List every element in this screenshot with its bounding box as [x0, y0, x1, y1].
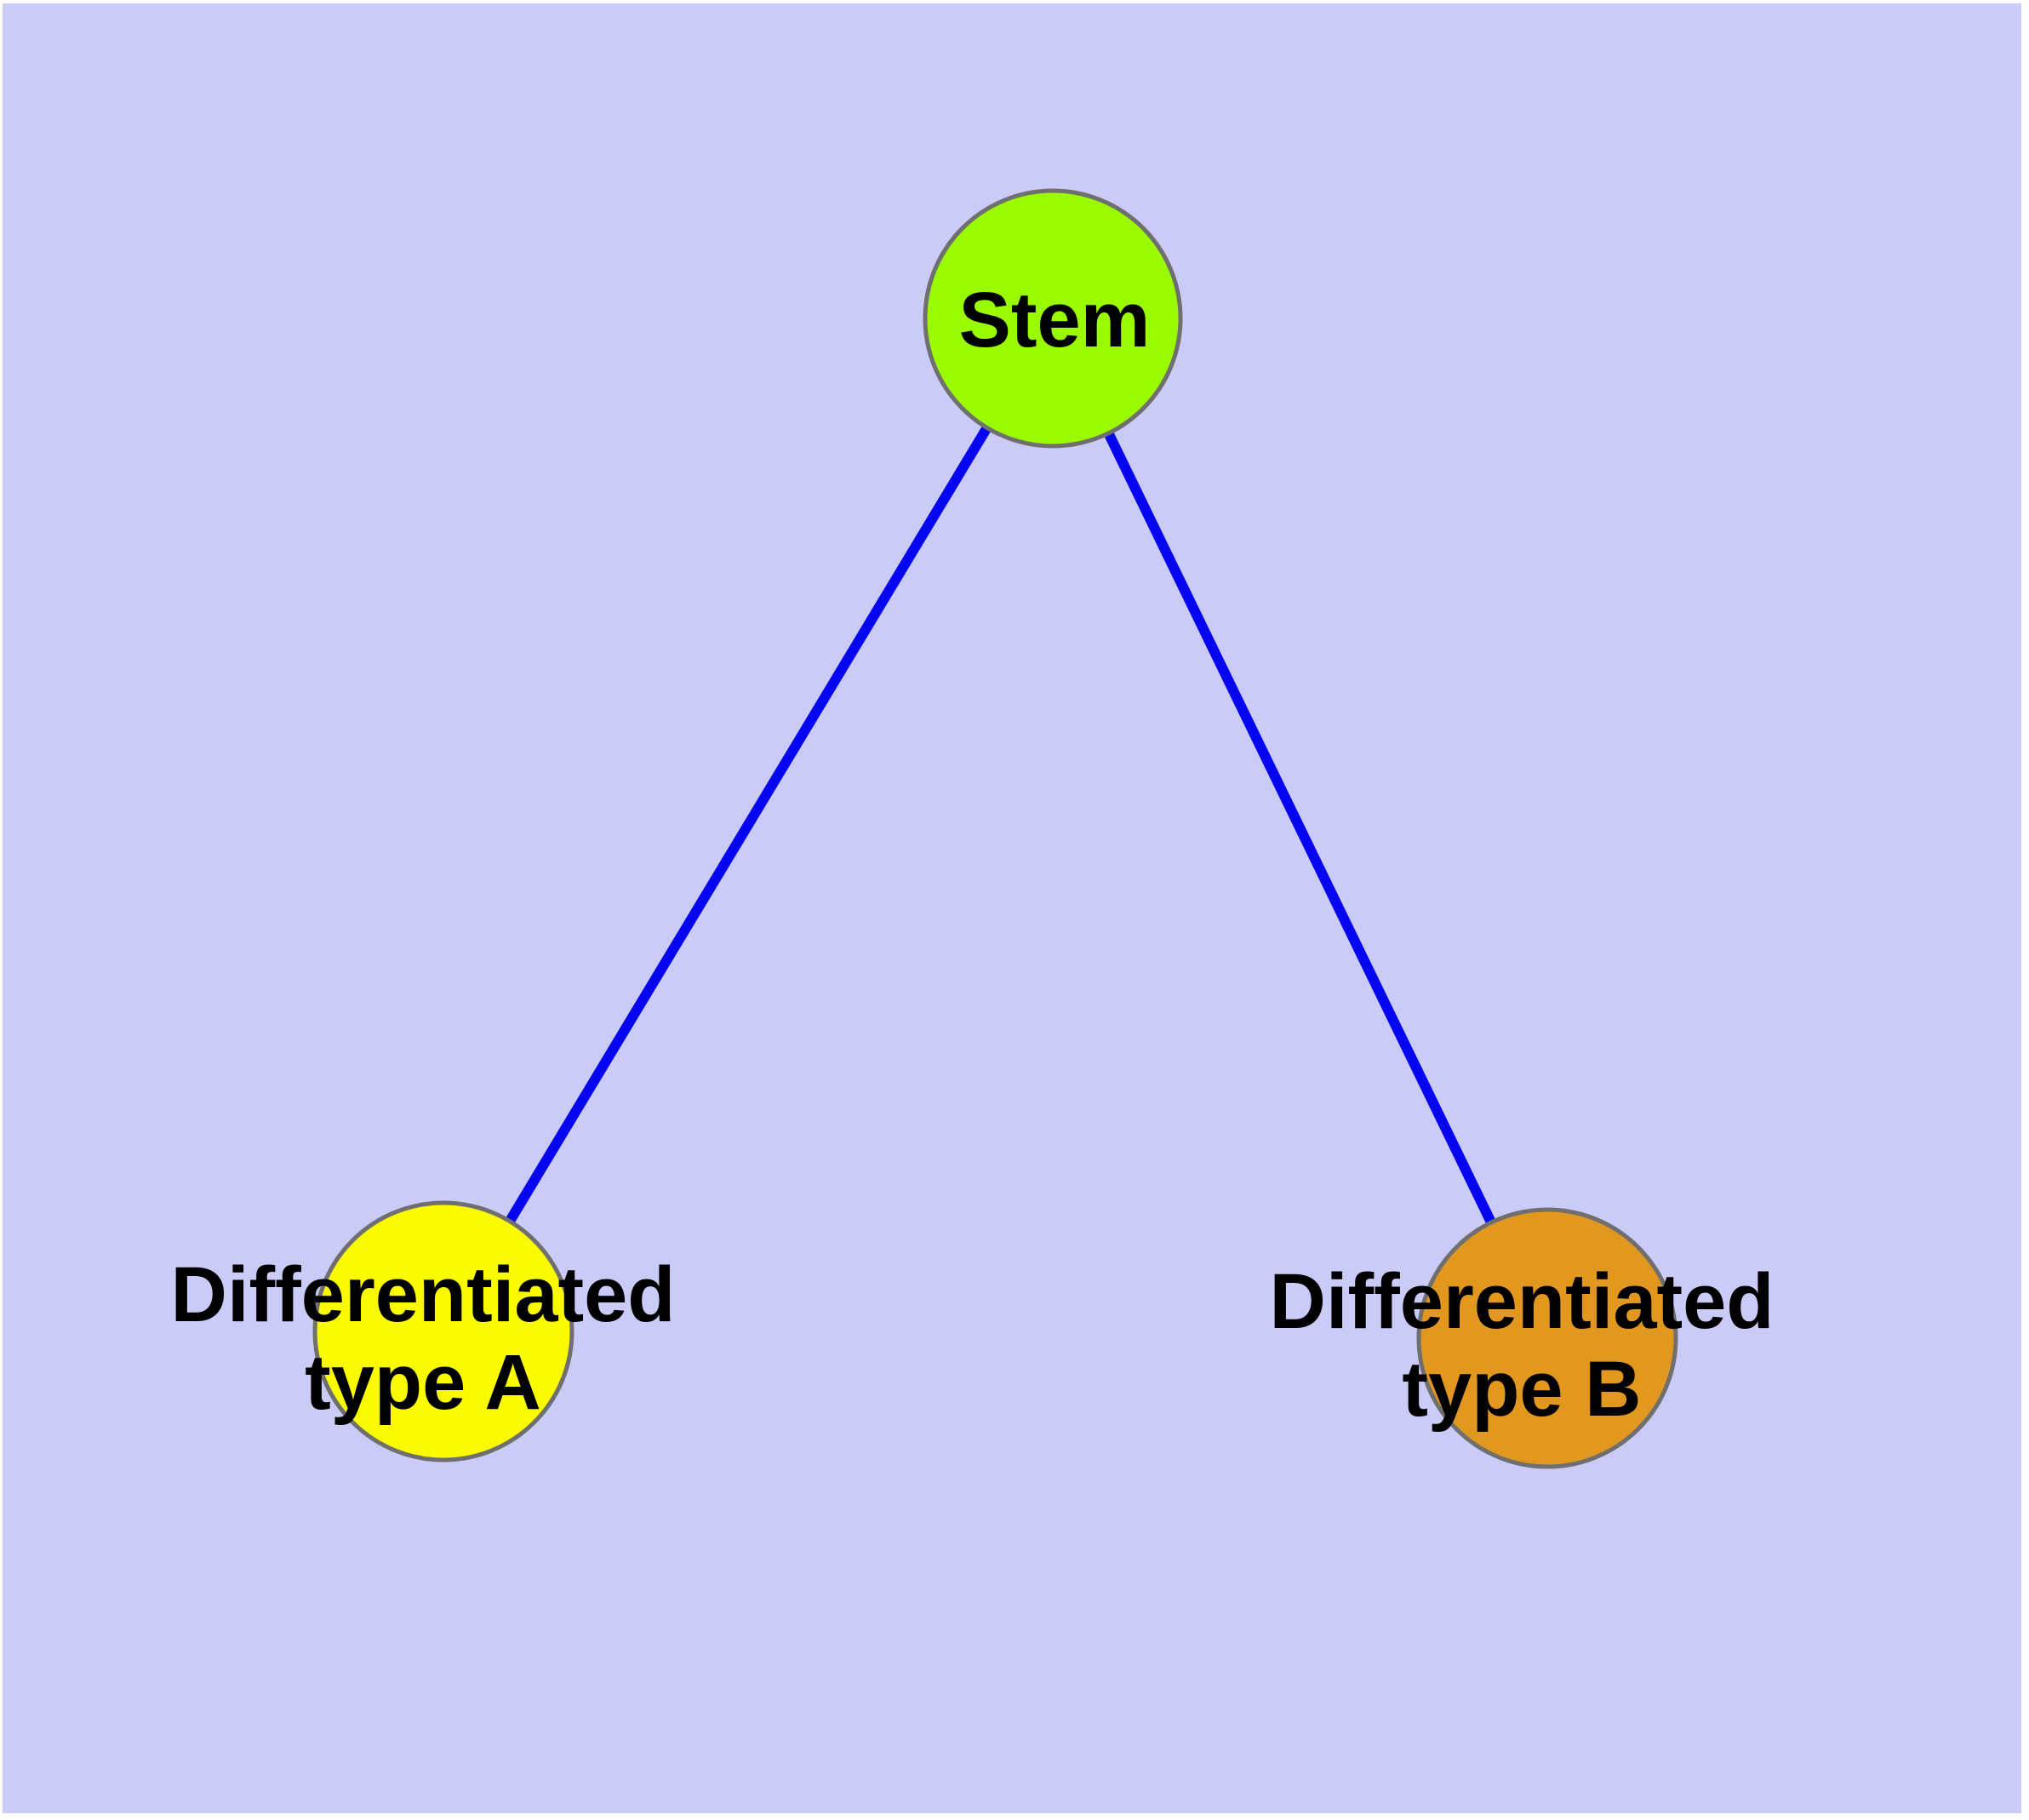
node-stem-circle[interactable]: [923, 188, 1183, 449]
node-differentiated-type-a-circle[interactable]: [312, 1200, 574, 1462]
edge-stem-to-type-b: [1048, 316, 1552, 1341]
node-differentiated-type-b-circle[interactable]: [1416, 1207, 1678, 1469]
edge-stem-to-type-a: [438, 315, 1058, 1335]
node-stem[interactable]: Stem: [923, 188, 1183, 449]
